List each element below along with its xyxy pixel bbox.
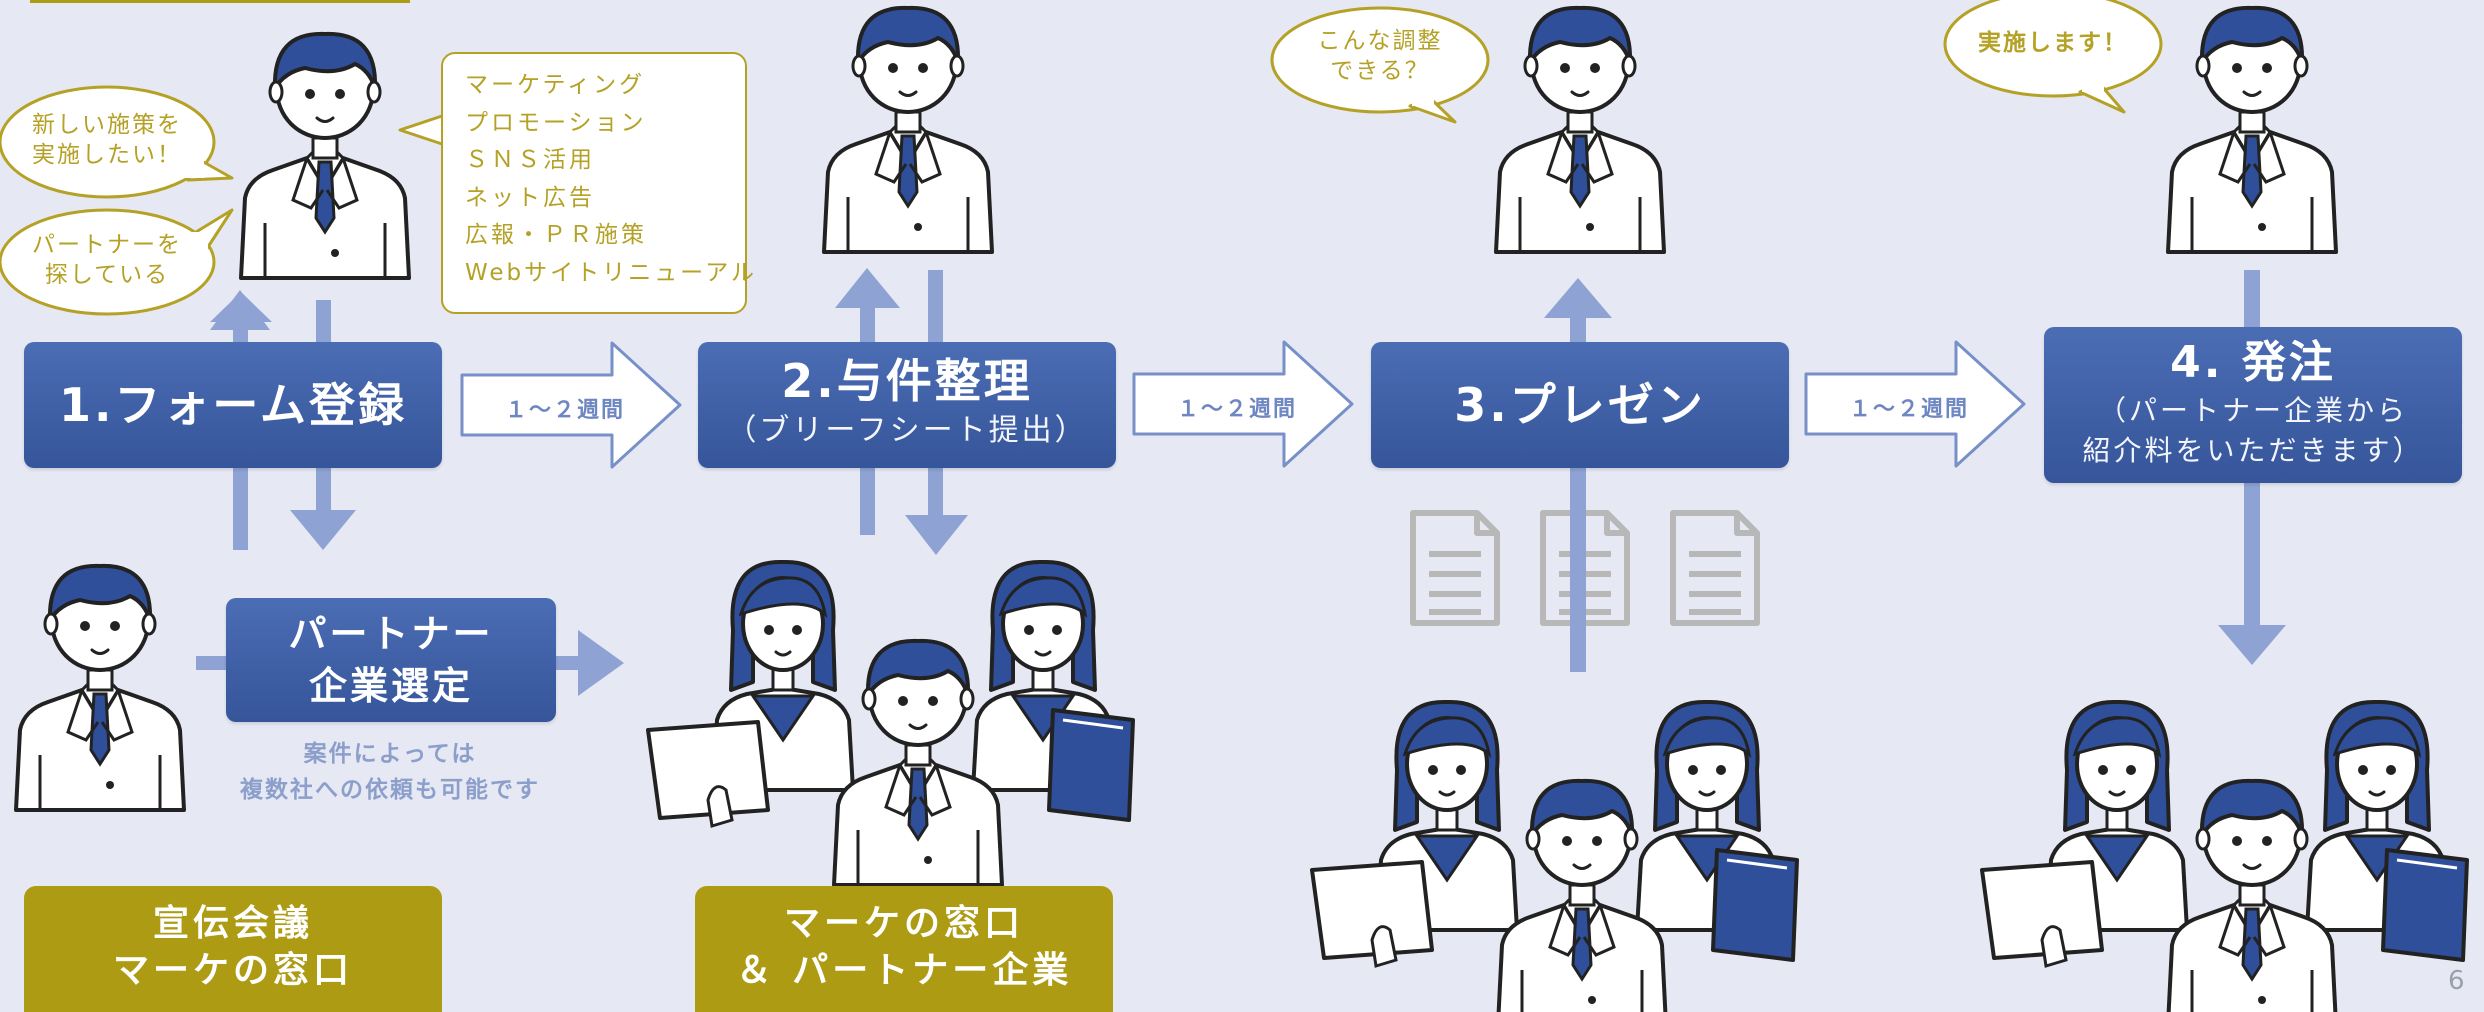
role-line: ＆ パートナー企業 bbox=[735, 950, 1073, 991]
bubble-will-implement: 実施します！ bbox=[1945, 28, 2161, 58]
service-item: プロモーション bbox=[465, 109, 647, 136]
bubble-text-line: 探している bbox=[44, 262, 170, 288]
bubble-text-line: こんな調整 bbox=[1317, 28, 1443, 54]
bubble-looking-partner: パートナーを 探している bbox=[0, 230, 214, 290]
arrow-label-duration: １～２週間 bbox=[1176, 397, 1297, 422]
service-item: マーケティング bbox=[465, 72, 646, 98]
role-box-sendenkaigi: 宣伝会議 マーケの窓口 bbox=[24, 886, 442, 1012]
bubble-text-line: できる？ bbox=[1330, 58, 1430, 84]
page-number: 6 bbox=[2448, 966, 2465, 996]
service-item: ＳＮＳ活用 bbox=[465, 147, 595, 173]
step-title: 1.フォーム登録 bbox=[58, 378, 408, 432]
bubble-text-line: パートナーを bbox=[32, 232, 182, 258]
role-box-partner: マーケの窓口 ＆ パートナー企業 bbox=[695, 886, 1113, 1012]
note-line: 複数社への依頼も可能です bbox=[240, 777, 540, 803]
bubble-text-line: 実施したい！ bbox=[32, 142, 182, 168]
service-item: 広報・ＰＲ施策 bbox=[465, 222, 647, 248]
step-subtitle: 紹介料をいただきます） bbox=[2082, 434, 2424, 467]
partner-line: 企業選定 bbox=[308, 664, 473, 708]
role-line: マーケの窓口 bbox=[783, 903, 1024, 944]
partner-line: パートナー bbox=[288, 612, 494, 656]
partner-selection-box: パートナー 企業選定 bbox=[226, 598, 556, 722]
partner-note: 案件によっては 複数社への依頼も可能です bbox=[200, 736, 580, 808]
step-3-presentation: 3.プレゼン bbox=[1371, 342, 1789, 468]
step-1-form-registration: 1.フォーム登録 bbox=[24, 342, 442, 468]
service-list-box: マーケティング プロモーション ＳＮＳ活用 ネット広告 広報・ＰＲ施策 Webサ… bbox=[441, 52, 757, 314]
step-title: 4. 発注 bbox=[2170, 337, 2336, 388]
arrow-label-duration: １～２週間 bbox=[504, 398, 625, 423]
role-line: 宣伝会議 bbox=[152, 903, 313, 944]
bubble-text-line: 新しい施策を bbox=[32, 112, 182, 138]
step-title: 2.与件整理 bbox=[781, 354, 1033, 408]
bubble-new-initiative: 新しい施策を 実施したい！ bbox=[0, 110, 214, 170]
step-subtitle: （ブリーフシート提出） bbox=[726, 413, 1088, 448]
bubble-text-line: 実施します！ bbox=[1978, 30, 2128, 56]
role-line: マーケの窓口 bbox=[112, 950, 353, 991]
step-2-requirements: 2.与件整理 （ブリーフシート提出） bbox=[698, 342, 1116, 468]
step-subtitle: （パートナー企業から bbox=[2097, 394, 2408, 427]
service-item: Webサイトリニューアル bbox=[465, 259, 757, 286]
step-4-order: 4. 発注 （パートナー企業から 紹介料をいただきます） bbox=[2044, 327, 2462, 483]
note-line: 案件によっては bbox=[303, 741, 477, 767]
service-item: ネット広告 bbox=[465, 184, 595, 211]
step-title: 3.プレゼン bbox=[1454, 378, 1706, 432]
arrow-label-duration: １～２週間 bbox=[1848, 397, 1969, 422]
bubble-adjust-question: こんな調整 できる？ bbox=[1272, 26, 1488, 86]
